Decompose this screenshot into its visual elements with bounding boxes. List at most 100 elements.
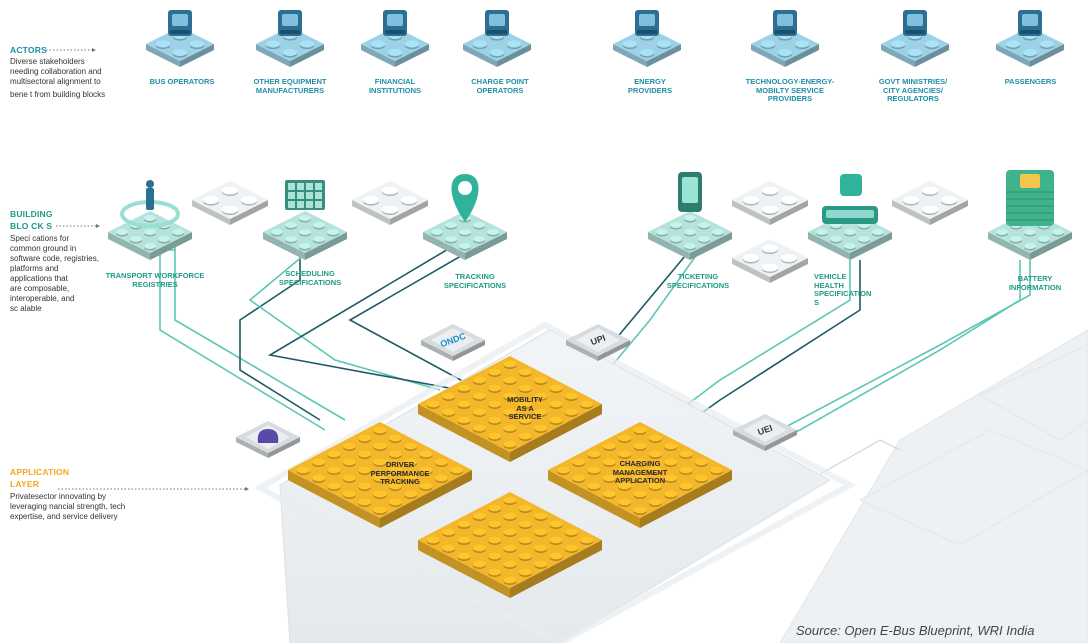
bus-icon <box>168 10 192 36</box>
actor-tile <box>463 10 531 67</box>
bb-desc-line: sc alable <box>10 304 42 313</box>
bb-label-line: TICKETING <box>677 272 719 281</box>
section-pointers <box>46 49 245 490</box>
actor-label-line: GOVT MINISTRIES/ <box>878 77 948 86</box>
application-layer-description: Privatesector innovating by leveraging n… <box>10 492 160 522</box>
actor-label-equipment-manufacturers: OTHER EQUIPMENT MANUFACTURERS <box>240 77 340 95</box>
chip-icon <box>773 10 797 36</box>
bb-label-vehicle-health: VEHICLE HEALTH SPECIFICATION S <box>814 272 894 307</box>
app-desc-line: Privatesector innovating by <box>10 492 107 501</box>
actor-label-line: PASSENGERS <box>1004 77 1057 86</box>
actor-tile <box>751 10 819 67</box>
ticket-phone-icon <box>678 172 702 212</box>
headset-icon <box>278 10 302 36</box>
bb-label-line: SPECIFICATIONS <box>278 277 342 287</box>
actor-label-line: BUS OPERATORS <box>149 77 215 86</box>
application-tile <box>418 492 602 598</box>
application-tiles <box>288 356 732 598</box>
bb-label-ticketing: TICKETING SPECIFICATIONS <box>648 272 748 290</box>
actors-title: ACTORS <box>10 45 47 55</box>
location-pin-icon <box>451 174 479 222</box>
building-block-tile <box>263 180 347 260</box>
source-caption: Source: Open E-Bus Blueprint, WRI India <box>796 623 1035 638</box>
actor-tile <box>996 10 1064 67</box>
actor-tiles <box>146 10 1064 67</box>
bb-desc-line: are composable, <box>10 284 70 293</box>
bb-desc-line: interoperable, and <box>10 294 75 303</box>
blank-tile <box>352 181 428 225</box>
actor-tile <box>256 10 324 67</box>
battery-stack-icon <box>1006 170 1054 226</box>
actor-label-line: MANUFACTURERS <box>255 85 325 95</box>
app-label-line: TRACKING <box>380 477 420 486</box>
actor-tile <box>613 10 681 67</box>
actor-label-line: ENERGY <box>634 77 666 86</box>
uei-logo-icon: UEI <box>733 414 797 451</box>
app-desc-line: expertise, and service delivery <box>10 512 118 521</box>
rail-logo-text: UPI <box>589 333 607 348</box>
bb-desc-line: platforms and <box>10 264 59 273</box>
bb-label-line: SPECIFICATION <box>814 289 872 298</box>
bb-desc-line: Speci cations for <box>10 234 70 243</box>
actor-tile <box>146 10 214 67</box>
actor-label-line: TECHNOLOGY-ENERGY- <box>745 77 835 86</box>
blank-tile <box>732 181 808 225</box>
app-label-driver-performance-tracking: DRIVER PERFORMANCE TRACKING <box>360 460 440 487</box>
building-blocks-description: Speci cations for common ground in softw… <box>10 234 102 314</box>
battery-bolt-icon <box>635 10 659 36</box>
building-block-tile <box>108 180 192 260</box>
background-platforms <box>779 329 1088 643</box>
charge-plug-icon <box>485 10 509 36</box>
bb-label-line: SPECIFICATIONS <box>666 280 730 290</box>
bb-desc-line: common ground in <box>10 244 77 253</box>
blank-tile <box>732 239 808 283</box>
app-label-mobility-as-a-service: MOBILITY AS A SERVICE <box>495 395 555 422</box>
app-label-line: SERVICE <box>508 412 542 421</box>
actor-label-line: INSTITUTIONS <box>368 85 422 95</box>
building-block-tile <box>423 174 507 260</box>
app-label-line: MOBILITY <box>507 395 543 404</box>
app-label-line: APPLICATION <box>614 476 666 485</box>
building-block-tile <box>808 174 892 260</box>
digilocker-logo-icon <box>236 421 300 458</box>
actor-label-financial-institutions: FINANCIAL INSTITUTIONS <box>345 77 445 95</box>
app-label-line: DRIVER <box>385 460 415 469</box>
actor-label-line: MOBILTY SERVICE <box>756 85 824 95</box>
actors-desc-line: needing collaboration and <box>10 67 102 76</box>
government-building-icon <box>903 10 927 36</box>
bb-desc-line: software code, registries, <box>10 254 99 263</box>
app-label-line: MANAGEMENT <box>612 467 668 477</box>
actor-label-line: PROVIDERS <box>767 94 813 103</box>
actor-label-line: FINANCIAL <box>374 77 416 86</box>
bb-label-line: TRANSPORT WORKFORCE <box>105 271 205 280</box>
section-pointer-arrows <box>92 48 249 491</box>
app-label-line: AS A <box>516 403 534 413</box>
app-layer-title-line: APPLICATION <box>10 467 70 477</box>
application-tile <box>288 422 472 528</box>
bb-label-line: VEHICLE <box>814 272 847 281</box>
bb-label-line: SPECIFICATIONS <box>443 280 507 290</box>
actor-label-govt-regulators: GOVT MINISTRIES/ CITY AGENCIES/ REGULATO… <box>863 77 963 104</box>
app-desc-line: leveraging nancial strength, tech <box>10 502 126 511</box>
blank-building-block-tiles <box>192 181 968 283</box>
building-blocks-title: BUILDING BLO CK S <box>10 208 53 232</box>
bb-label-line: S <box>814 297 820 307</box>
building-blocks-title-line: BLO CK S <box>10 221 53 231</box>
blank-tile <box>192 181 268 225</box>
bb-label-line: BATTERY <box>1017 274 1053 283</box>
bb-label-battery-information: BATTERY INFORMATION <box>985 274 1085 292</box>
application-tile <box>548 422 732 528</box>
app-label-line: PERFORMANCE <box>370 468 430 478</box>
bb-label-scheduling: SCHEDULING SPECIFICATIONS <box>260 269 360 287</box>
actor-label-tech-providers: TECHNOLOGY-ENERGY- MOBILTY SERVICE PROVI… <box>735 77 845 104</box>
workforce-registry-icon <box>120 180 180 228</box>
actor-label-line: OPERATORS <box>476 85 524 95</box>
app-label-line: CHARGING <box>619 459 661 468</box>
building-block-tile <box>988 170 1072 260</box>
bb-label-line: REGISTRIES <box>132 279 178 289</box>
bb-label-line: INFORMATION <box>1008 282 1062 292</box>
vehicle-health-icon <box>822 174 878 224</box>
bb-label-workforce-registries: TRANSPORT WORKFORCE REGISTRIES <box>95 271 215 289</box>
application-base-pad <box>253 321 857 643</box>
